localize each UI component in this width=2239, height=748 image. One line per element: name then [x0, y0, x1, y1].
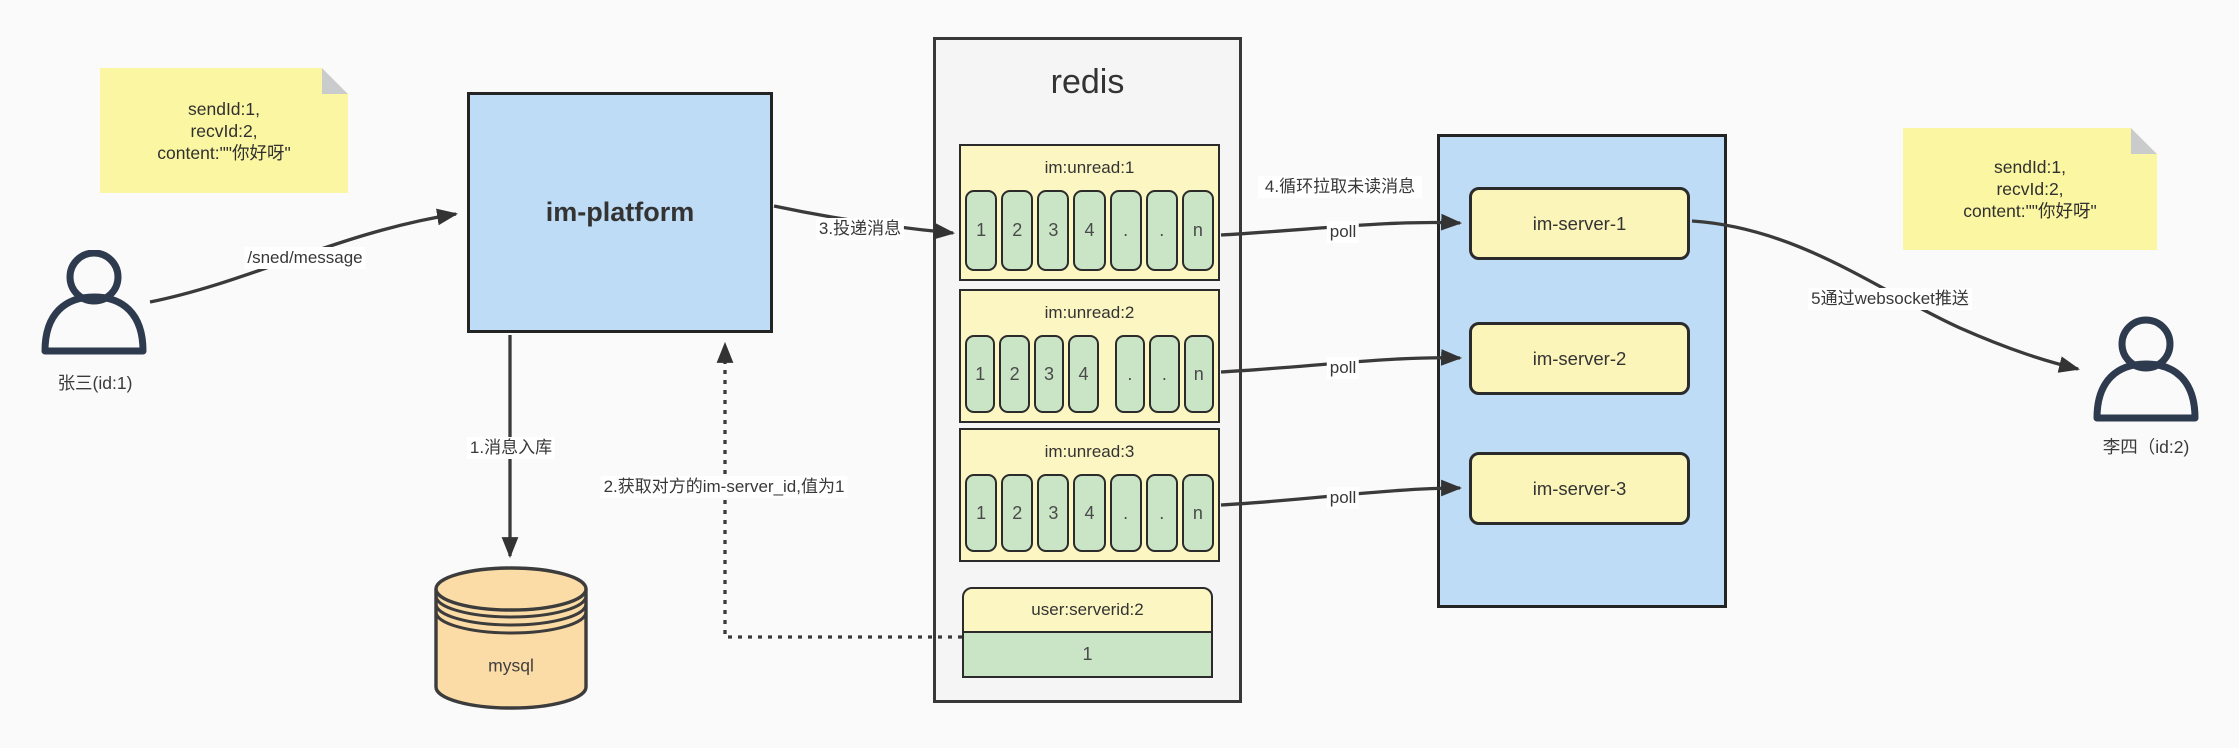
note-line: content:""你好呀" [157, 142, 291, 163]
note-fold-icon [322, 68, 348, 94]
queue-cells: 1 2 3 4 . . n [961, 335, 1218, 421]
im-server-box-1: im-server-1 [1469, 187, 1690, 260]
poll-label-3: poll [1326, 487, 1360, 509]
queue-cell: 1 [965, 335, 996, 413]
queue-cell: . [1149, 335, 1180, 413]
im-platform-label: im-platform [545, 197, 695, 227]
queue-cell: 1 [965, 474, 998, 552]
queue-cell: 3 [1037, 190, 1070, 271]
im-platform-box: im-platform [467, 92, 773, 333]
serverid-map-header: user:serverid:2 [962, 587, 1213, 633]
queue-cell: n [1181, 474, 1214, 552]
unread-queue-1: im:unread:1 1 2 3 4 . . n [959, 144, 1220, 281]
unread-queue-2: im:unread:2 1 2 3 4 . . n [959, 289, 1220, 423]
queue-cell: 2 [1001, 190, 1034, 271]
redis-title: redis [1050, 63, 1125, 101]
queue-header: im:unread:3 [1044, 442, 1135, 461]
im-server-label: im-server-3 [1532, 477, 1627, 499]
queue-cell: 4 [1073, 190, 1106, 271]
step4-label: 4.循环拉取未读消息 [1258, 176, 1422, 198]
queue-cell: 2 [999, 335, 1030, 413]
queue-cell: 4 [1068, 335, 1099, 413]
poll-label-1: poll [1326, 221, 1360, 243]
step3-label: 3.投递消息 [815, 218, 905, 240]
queue-cell: . [1145, 190, 1178, 271]
step1-label: 1.消息入库 [466, 437, 556, 459]
im-server-box-3: im-server-3 [1469, 452, 1690, 525]
note-line: sendId:1, [1994, 157, 2066, 177]
note-line: content:""你好呀" [1963, 201, 2097, 221]
unread-queue-3: im:unread:3 1 2 3 4 . . n [959, 428, 1220, 562]
queue-cell: 3 [1037, 474, 1070, 552]
sticky-note-sender: sendId:1, recvId:2, content:""你好呀" [100, 68, 348, 193]
queue-cell: 3 [1033, 335, 1065, 413]
note-line: recvId:2, [1996, 179, 2064, 199]
note-fold-icon [2131, 128, 2157, 154]
sticky-note-receiver: sendId:1, recvId:2, content:""你好呀" [1903, 128, 2157, 250]
queue-cells: 1 2 3 4 . . n [961, 474, 1218, 560]
sender-label: 张三(id:1) [57, 373, 133, 393]
queue-cell: 2 [1001, 474, 1034, 552]
serverid-map-box: user:serverid:2 1 [962, 587, 1213, 678]
queue-cells: 1 2 3 4 . . n [961, 190, 1218, 279]
serverid-map-value: 1 [962, 633, 1213, 678]
queue-cell: n [1181, 190, 1214, 271]
im-server-box-2: im-server-2 [1469, 322, 1690, 395]
queue-cell: . [1109, 474, 1142, 552]
note-line: recvId:2, [190, 120, 258, 141]
queue-header: im:unread:2 [1044, 303, 1135, 322]
mysql-cylinder-icon [434, 566, 588, 710]
sender-user-icon [41, 250, 147, 355]
receiver-label: 李四（id:2) [2102, 437, 2190, 457]
queue-cell: 4 [1073, 474, 1106, 552]
queue-cell: . [1145, 474, 1178, 552]
mysql-label: mysql [488, 655, 534, 676]
poll-label-2: poll [1326, 357, 1360, 379]
note-line: sendId:1, [188, 98, 260, 119]
edge-send-label: /sned/message [244, 247, 366, 269]
queue-header: im:unread:1 [1044, 158, 1135, 177]
queue-cell: n [1183, 335, 1214, 413]
receiver-user-icon [2093, 316, 2199, 422]
step2-label: 2.获取对方的im-server_id,值为1 [600, 476, 848, 498]
im-server-label: im-server-2 [1532, 347, 1627, 369]
queue-cell: . [1109, 190, 1142, 271]
queue-cell: 1 [965, 190, 998, 271]
step5-label: 5通过websocket推送 [1808, 288, 1972, 310]
queue-cell: . [1114, 335, 1146, 413]
im-server-label: im-server-1 [1532, 212, 1627, 234]
